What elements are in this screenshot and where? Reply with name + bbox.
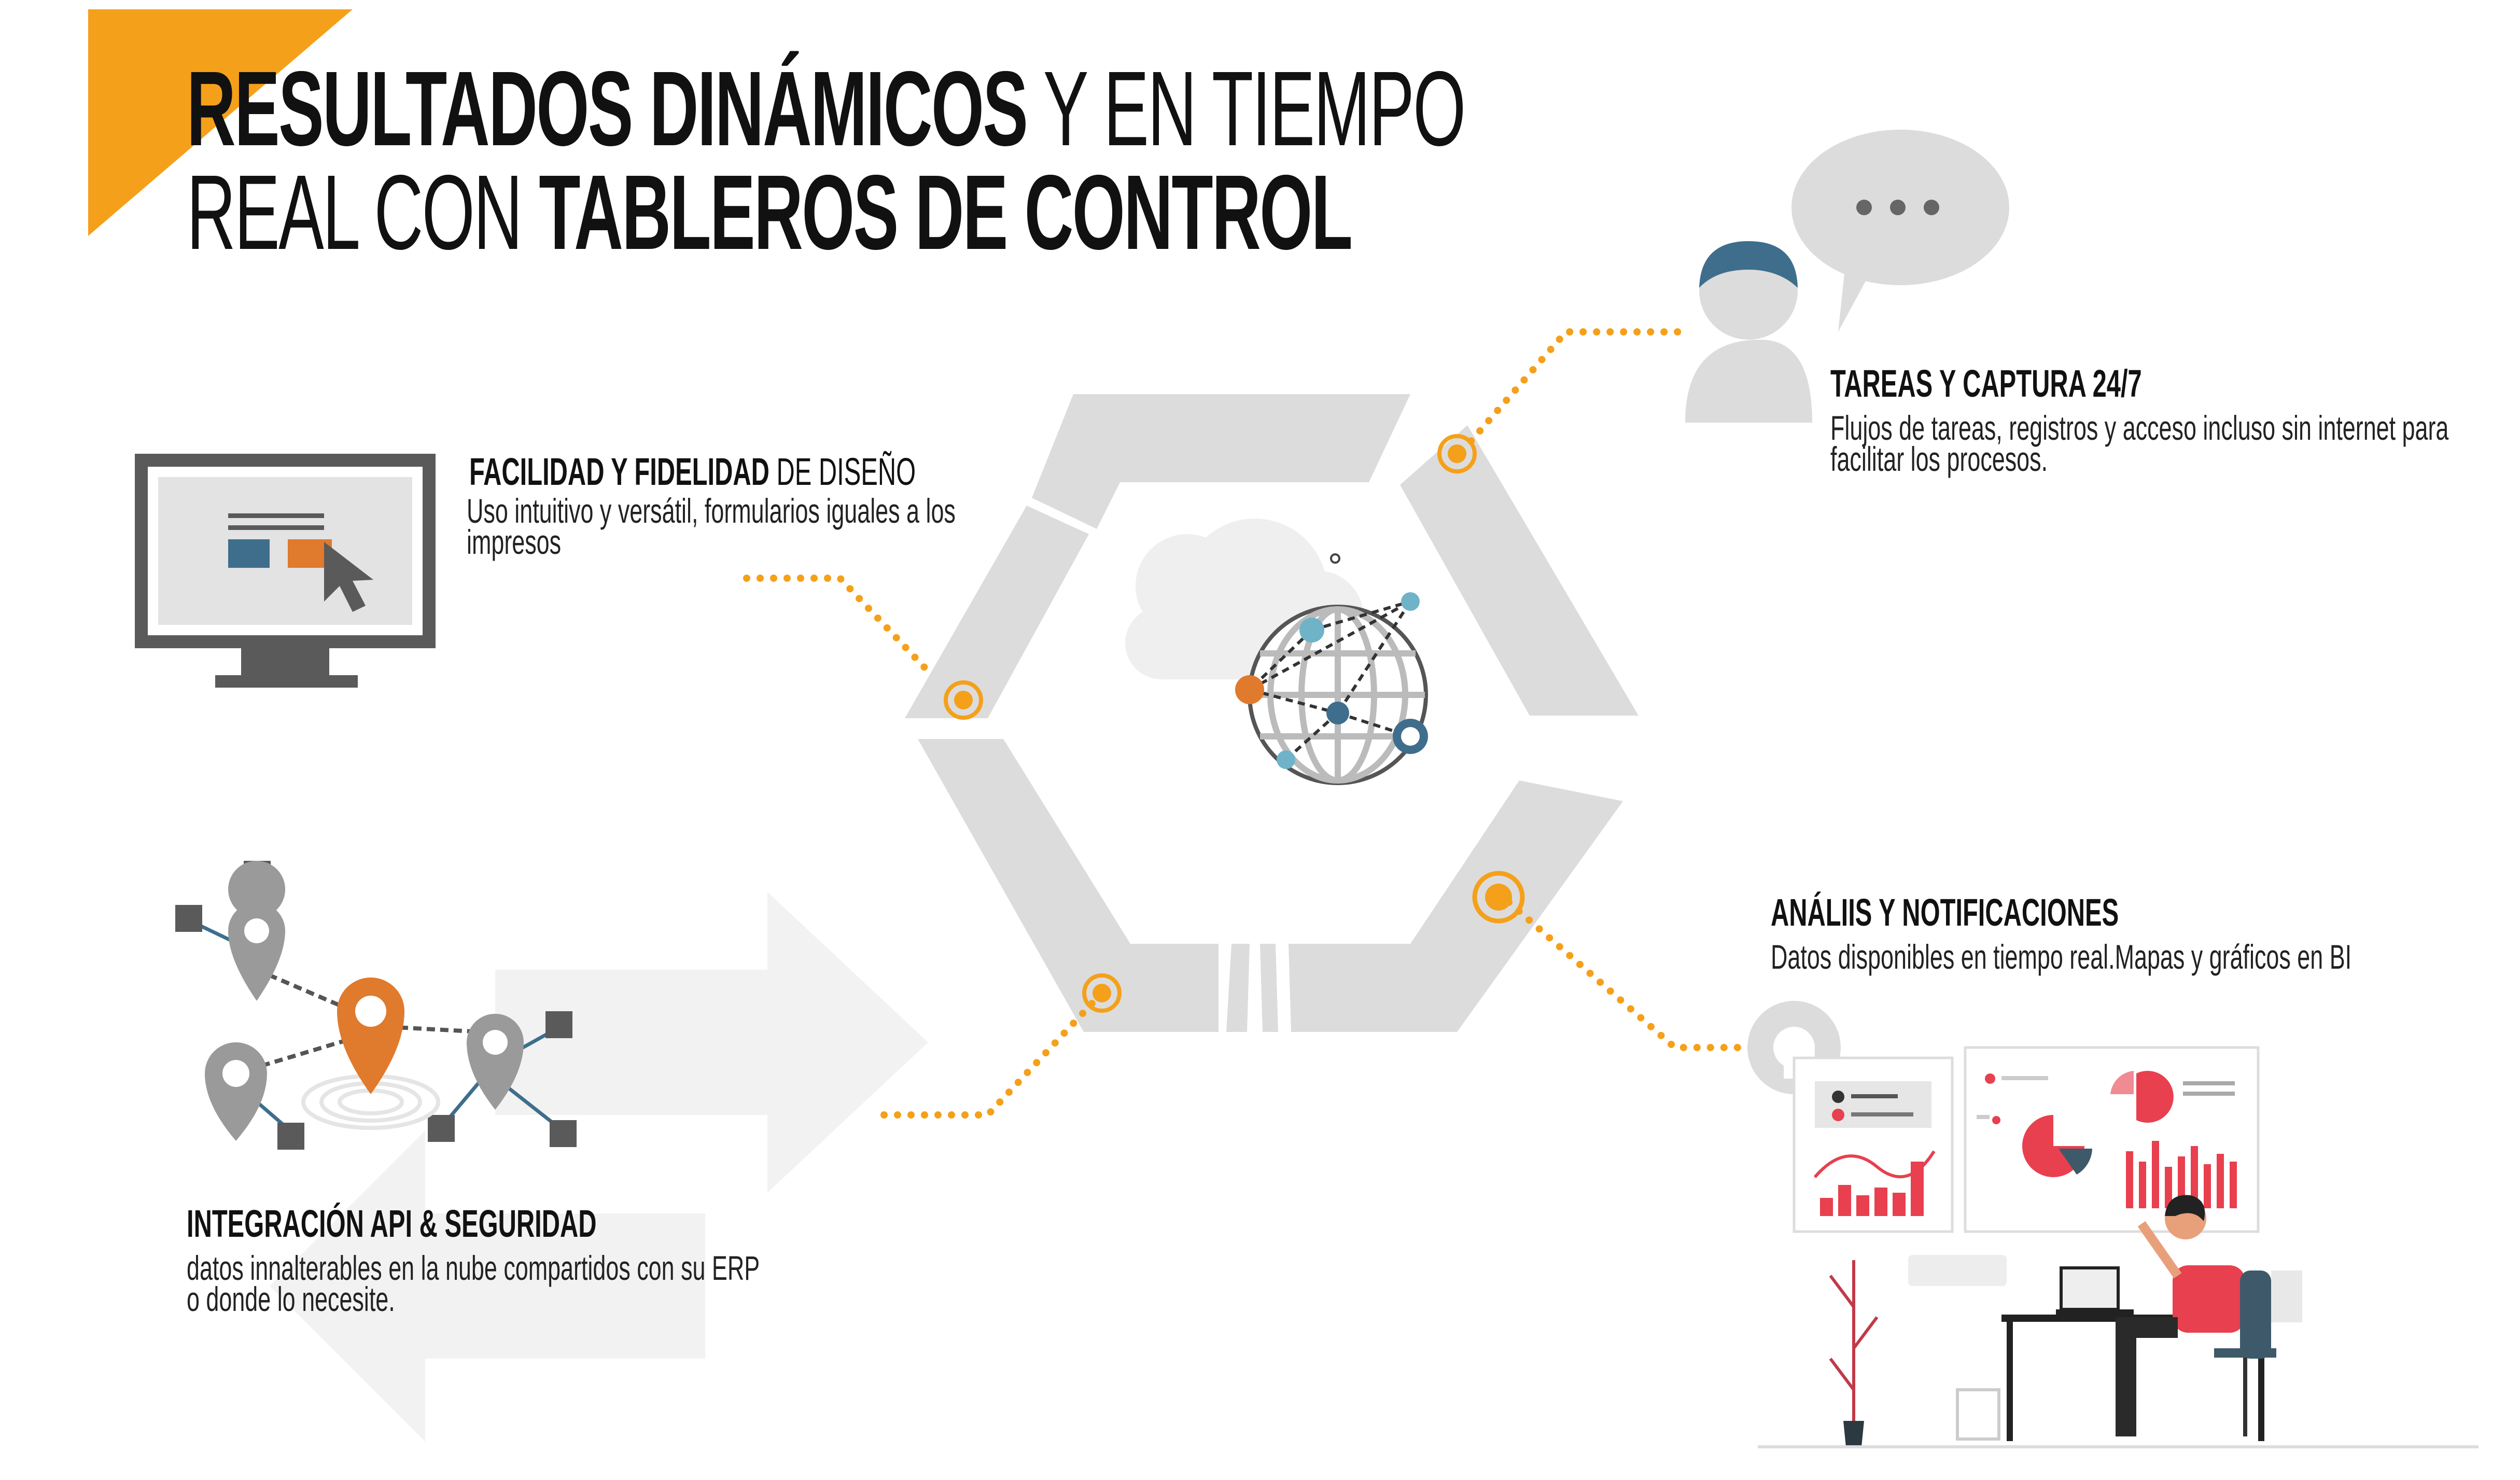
dashboard-person-icon	[1747, 1001, 2479, 1448]
hexagon-ring	[905, 394, 1639, 1032]
title-line2-light: REAL CON	[187, 153, 523, 272]
tasks-body: Flujos de tareas, registros y acceso inc…	[1830, 409, 2449, 478]
integration-body: datos innalterables en la nube compartid…	[187, 1249, 760, 1318]
corner-accent	[88, 9, 353, 236]
title-line1-bold: RESULTADOS DINÁMICOS	[187, 49, 1028, 168]
cursor-icon	[324, 542, 373, 612]
page-title: RESULTADOS DINÁMICOS Y EN TIEMPO REAL CO…	[187, 55, 1466, 266]
background-arrows	[270, 892, 928, 1442]
globe-network-icon	[1235, 553, 1428, 785]
design-heading: FACILIDAD Y FIDELIDAD DE DISEÑO	[469, 450, 916, 493]
analytics-body: Datos disponibles en tiempo real.Mapas y…	[1771, 938, 2352, 976]
integration-heading: INTEGRACIÓN API & SEGURIDAD	[187, 1202, 597, 1245]
tasks-heading: TAREAS Y CAPTURA 24/7	[1830, 362, 2142, 405]
analytics-heading: ANÁLIIS Y NOTIFICACIONES	[1771, 891, 2119, 934]
connector-nodes	[944, 434, 1525, 1013]
title-line2-bold: TABLEROS DE CONTROL	[539, 153, 1353, 272]
dotted-connectors	[743, 328, 1767, 1119]
chat-bubble-icon	[1791, 130, 2009, 332]
monitor-icon	[135, 454, 436, 688]
location-pins-icon	[175, 860, 577, 1150]
user-icon	[1685, 241, 1812, 423]
design-body: Uso intuitivo y versátil, formularios ig…	[467, 492, 956, 561]
title-line1-light: Y EN TIEMPO	[1043, 49, 1466, 168]
